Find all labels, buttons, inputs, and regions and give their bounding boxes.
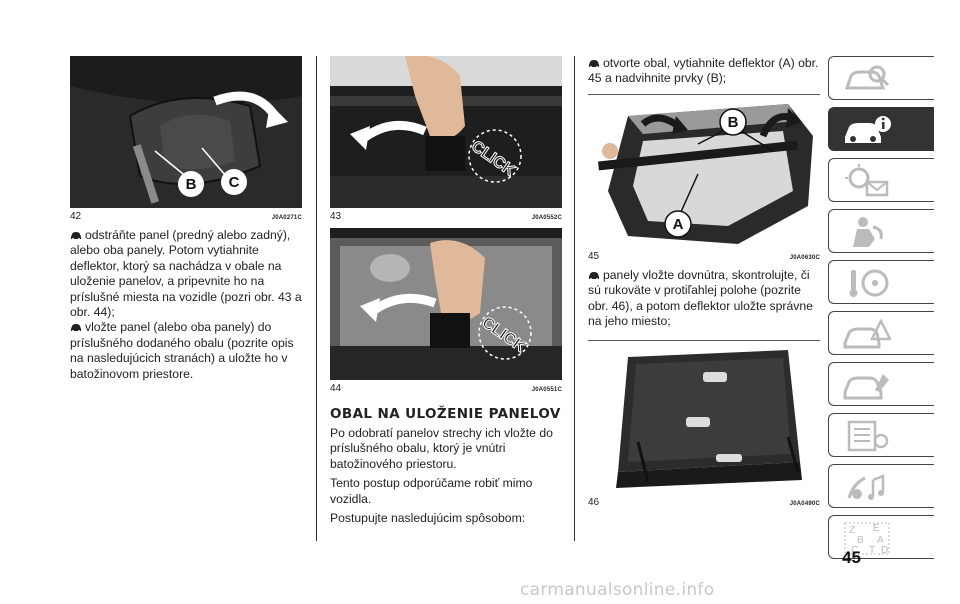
tab-dashboard[interactable] <box>828 56 934 100</box>
paragraph: Po odobratí panelov strechy ich vložte d… <box>330 426 553 471</box>
tab-emergency[interactable] <box>828 311 934 355</box>
figure-number: 42 <box>70 211 82 222</box>
paragraph: Tento postup odporúčame robiť mimo vozid… <box>330 476 533 506</box>
watermark: carmanualsonline.info <box>520 580 715 600</box>
bullet-text: panely vložte dovnútra, skontrolujte, či… <box>588 268 813 329</box>
column-divider <box>316 56 317 541</box>
figure-46 <box>588 342 820 492</box>
car-bullet-icon <box>71 232 81 240</box>
page-number: 45 <box>842 548 861 567</box>
svg-text:A: A <box>877 535 884 546</box>
tab-maintenance[interactable] <box>828 362 934 406</box>
figure-44-illustration: CLICK <box>330 228 562 380</box>
figure-42-caption: 42 J0A0271C <box>70 208 302 228</box>
car-bullet-icon <box>71 324 81 333</box>
svg-text:D: D <box>881 545 888 555</box>
figure-42: B C <box>70 56 302 208</box>
figure-code: J0A0551C <box>531 387 562 393</box>
column-1: B C 42 J0A0271C odstráňte panel (predný … <box>70 56 302 382</box>
figure-44: CLICK <box>330 228 562 380</box>
bullet-paragraph: odstráňte panel (predný alebo zadný), al… <box>70 228 302 320</box>
figure-45-caption: 45 J0A0630C <box>588 248 820 268</box>
car-bullet-icon <box>589 272 599 280</box>
svg-text:B: B <box>857 535 864 546</box>
column-3-lower: panely vložte dovnútra, skontrolujte, či… <box>588 268 820 330</box>
column-3: otvorte obal, vytiahnite deflektor (A) o… <box>588 56 820 87</box>
figure-number: 44 <box>330 383 342 394</box>
figure-number: 46 <box>588 497 600 508</box>
car-info-icon <box>845 116 891 143</box>
svg-text:E: E <box>873 523 880 534</box>
figure-number: 45 <box>588 251 600 262</box>
paragraph: Postupujte nasledujúcim spôsobom: <box>330 511 526 526</box>
figure-code: J0A0490C <box>789 501 820 507</box>
svg-text:C: C <box>851 545 858 555</box>
road-warning-icon <box>843 318 891 349</box>
figure-42-illustration: B C <box>70 56 302 208</box>
figure-43-caption: 43 J0A0552C <box>330 208 562 228</box>
tab-multimedia[interactable] <box>828 464 934 508</box>
figure-44-caption: 44 J0A0551C <box>330 380 562 400</box>
bullet-paragraph: panely vložte dovnútra, skontrolujte, či… <box>588 268 820 330</box>
figure-45-illustration: B A <box>588 96 820 246</box>
bullet-paragraph: vložte panel (alebo oba panely) do prísl… <box>70 320 302 382</box>
figure-divider <box>588 94 820 95</box>
figure-45: B A <box>588 96 820 246</box>
section-heading: OBAL NA ULOŽENIE PANELOV <box>330 406 561 422</box>
figure-45-label-b: B <box>728 114 739 131</box>
figure-42-label-b: B <box>186 176 197 193</box>
bullet-text: vložte panel (alebo oba panely) do prísl… <box>70 320 294 381</box>
figure-42-label-c: C <box>229 174 240 191</box>
figure-43-illustration: CLICK <box>330 56 562 208</box>
warning-light-message-icon <box>845 164 889 197</box>
multimedia-icon <box>847 474 885 500</box>
svg-text:Z: Z <box>849 525 855 536</box>
bullet-text: odstráňte panel (predný alebo zadný), al… <box>70 228 302 320</box>
tab-warning-lights[interactable] <box>828 158 934 202</box>
steering-key-icon <box>849 269 889 297</box>
column-2: CLICK 43 J0A0552C CLICK 44 J0A0551C OBAL… <box>330 56 562 526</box>
figure-number: 43 <box>330 211 342 222</box>
safety-person-icon <box>853 217 883 247</box>
car-bullet-icon <box>589 60 599 68</box>
figure-45-label-a: A <box>673 216 684 233</box>
figure-46-caption: 46 J0A0490C <box>588 494 820 514</box>
figure-code: J0A0552C <box>531 215 562 221</box>
figure-43: CLICK <box>330 56 562 208</box>
tab-safety[interactable] <box>828 209 934 253</box>
figure-46-illustration <box>588 342 820 492</box>
car-service-icon <box>843 374 889 400</box>
bullet-text: otvorte obal, vytiahnite deflektor (A) o… <box>588 56 819 86</box>
tab-specifications[interactable] <box>828 413 934 457</box>
figure-code: J0A0271C <box>271 215 302 221</box>
tab-car-info[interactable] <box>828 107 934 151</box>
tab-driving[interactable] <box>828 260 934 304</box>
specifications-list-icon <box>847 420 889 452</box>
figure-code: J0A0630C <box>789 255 820 261</box>
figure-divider <box>588 340 820 341</box>
dashboard-search-icon <box>844 65 890 90</box>
svg-text:T: T <box>869 545 875 555</box>
bullet-paragraph: otvorte obal, vytiahnite deflektor (A) o… <box>588 56 820 87</box>
column-divider <box>574 56 575 541</box>
